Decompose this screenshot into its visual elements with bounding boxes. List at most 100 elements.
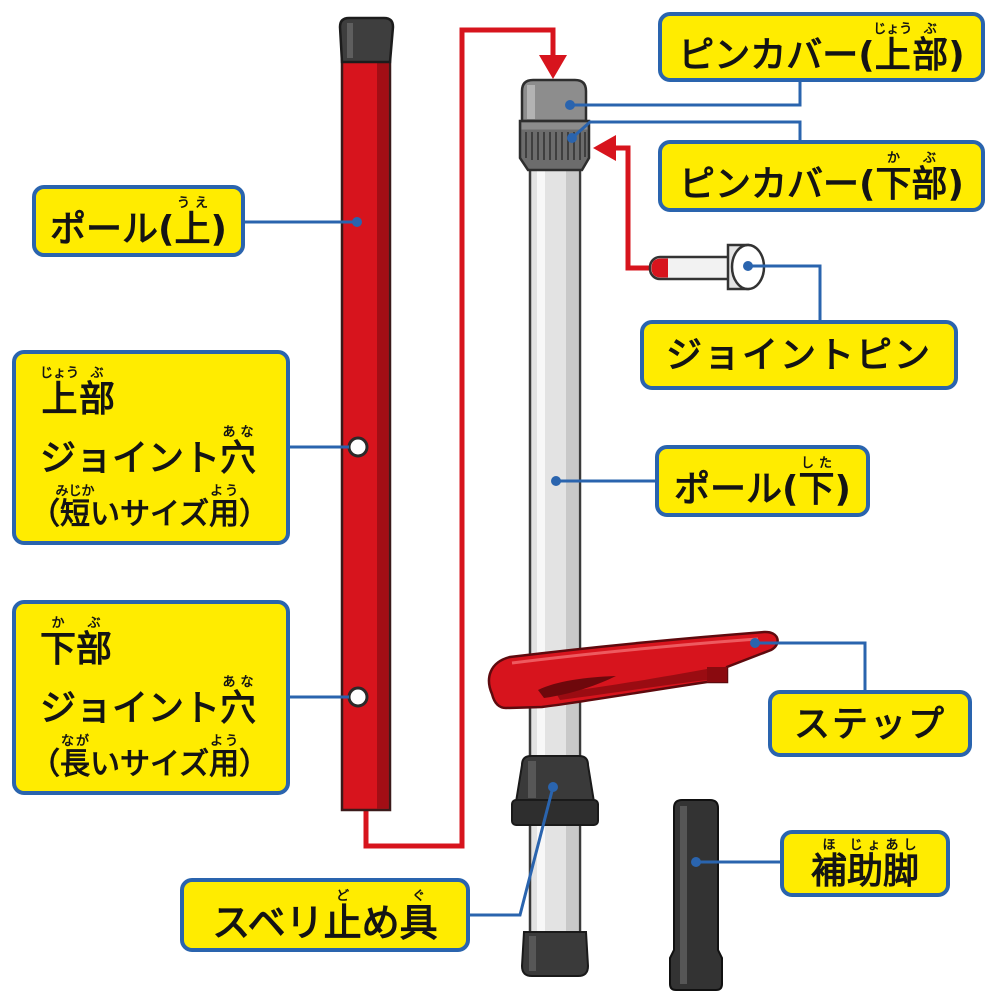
upper-joint-hole (347, 436, 369, 458)
label-segment: ステップ (793, 703, 946, 745)
label-pin-cover-lower: ピンカバー(下か部ぶ) (658, 140, 985, 212)
leader-dot-pole-upper (352, 217, 362, 227)
step-tab (707, 667, 727, 682)
label-text: スベリ止どめ具ぐ (212, 889, 437, 944)
anti-slip-stopper-highlight (528, 761, 536, 798)
pole-upper-shade (377, 61, 389, 809)
label-segment: め (361, 900, 400, 945)
ruby-word: 部ぶ (911, 152, 948, 205)
label-segment: 具 (399, 900, 438, 945)
label-segment: ） (239, 497, 270, 533)
ruby-word: 穴あな (220, 426, 257, 480)
label-line: ジョイント穴あな (40, 425, 256, 478)
furigana: よう (209, 484, 240, 500)
furigana: ぶ (912, 21, 949, 37)
furigana: ど (323, 888, 362, 904)
label-line: （短みじかいサイズ用よう） (30, 484, 269, 531)
label-segment: ポール( (674, 468, 799, 510)
ruby-word: 部ぶ (79, 367, 115, 420)
label-segment: ) (834, 468, 851, 510)
ruby-word: 用よう (209, 485, 240, 533)
furigana: じょう (40, 366, 80, 382)
furigana: じょ (846, 838, 883, 854)
lower-joint-hole (347, 686, 369, 708)
label-text: ポール(下した) (674, 456, 851, 509)
label-text: ピンカバー(下か部ぶ) (679, 151, 964, 204)
furigana: あし (883, 838, 920, 854)
step-highlight (511, 637, 759, 665)
leader-dot-pin-cover-upper (565, 100, 575, 110)
label-segment: 穴 (220, 688, 257, 730)
furigana: か (40, 616, 77, 632)
furigana: じょう (873, 21, 913, 37)
label-line: ジョイント穴あな (40, 675, 256, 728)
ruby-word: 用よう (209, 735, 240, 783)
label-text: 補ほ助じょ脚あし (811, 838, 919, 891)
leader-dot-auxiliary-leg (691, 857, 701, 867)
auxiliary-leg-body (669, 799, 723, 991)
label-segment: 用 (209, 497, 240, 533)
ruby-word: 脚あし (883, 839, 919, 892)
label-pole-lower: ポール(下した) (655, 445, 870, 517)
label-segment: ) (948, 34, 965, 76)
leader-pin-cover-lower (571, 120, 802, 140)
pin-cover-upper (520, 78, 588, 123)
label-text: ジョイントピン (666, 337, 932, 375)
label-lower-joint-hole: 下か部ぶ ジョイント穴あな （長ながいサイズ用よう） (12, 600, 290, 795)
ruby-word: 上じょう (873, 23, 913, 76)
ruby-word: 下した (798, 457, 835, 510)
joint-pin-tip (651, 258, 668, 278)
label-segment: 上 (873, 34, 913, 76)
label-segment: 補 (810, 851, 847, 893)
ruby-word: 助じょ (846, 839, 883, 893)
furigana: した (798, 455, 835, 471)
leader-pin-cover-upper (570, 82, 802, 107)
label-segment: 長 (60, 747, 90, 783)
assembly-arrow-line (363, 27, 556, 849)
label-pin-cover-upper: ピンカバー(上じょう部ぶ) (658, 12, 985, 82)
label-segment: （ (30, 747, 60, 783)
ruby-word: 穴あな (220, 676, 257, 730)
label-pole-upper: ポール(上うえ) (32, 185, 245, 257)
ruby-word: 下か (40, 617, 76, 670)
anti-slip-stopper-flange (511, 799, 599, 826)
furigana: ぐ (399, 888, 438, 904)
furigana: あな (220, 425, 257, 441)
pin-insert-arrow-line (614, 145, 652, 271)
furigana: うえ (174, 195, 211, 211)
label-segment: 用 (209, 747, 240, 783)
label-line: 上じょう部ぶ (40, 366, 115, 419)
label-segment: いサイズ (90, 497, 210, 533)
furigana: ぶ (76, 616, 113, 632)
bottom-foot-highlight (529, 936, 536, 971)
pole-lower-highlight (537, 168, 545, 936)
leader-dot-pin-cover-lower (567, 133, 577, 143)
label-text: ポール(上うえ) (50, 196, 227, 249)
label-segment: ) (210, 208, 227, 250)
label-auxiliary-leg: 補ほ助じょ脚あし (780, 830, 950, 897)
label-segment: ジョイント (40, 688, 221, 730)
label-text: ピンカバー(上じょう部ぶ) (678, 22, 964, 75)
label-joint-pin: ジョイントピン (640, 320, 958, 390)
auxiliary-leg-highlight (680, 806, 687, 984)
label-segment: 部 (912, 34, 949, 76)
leader-anti-slip (470, 786, 555, 917)
label-segment: ピンカバー( (678, 34, 875, 76)
ruby-word: 止ど (323, 890, 362, 945)
leader-joint-pin (748, 264, 822, 320)
ruby-word: 下か (875, 152, 911, 205)
label-segment: 部 (911, 163, 948, 205)
label-segment: 穴 (220, 438, 257, 480)
furigana: みじか (55, 484, 95, 500)
anti-slip-stopper-body (514, 755, 596, 803)
ruby-word: 長なが (60, 735, 90, 783)
furigana: ぶ (79, 366, 116, 382)
ruby-word: 部ぶ (76, 617, 112, 670)
label-segment: 止 (323, 900, 362, 945)
label-segment: 下 (798, 468, 835, 510)
leader-dot-step (750, 638, 760, 648)
label-segment: 助 (846, 851, 883, 893)
label-segment: いサイズ (90, 747, 210, 783)
leader-dot-anti-slip (548, 782, 558, 792)
ruby-word: 上じょう (40, 367, 79, 420)
